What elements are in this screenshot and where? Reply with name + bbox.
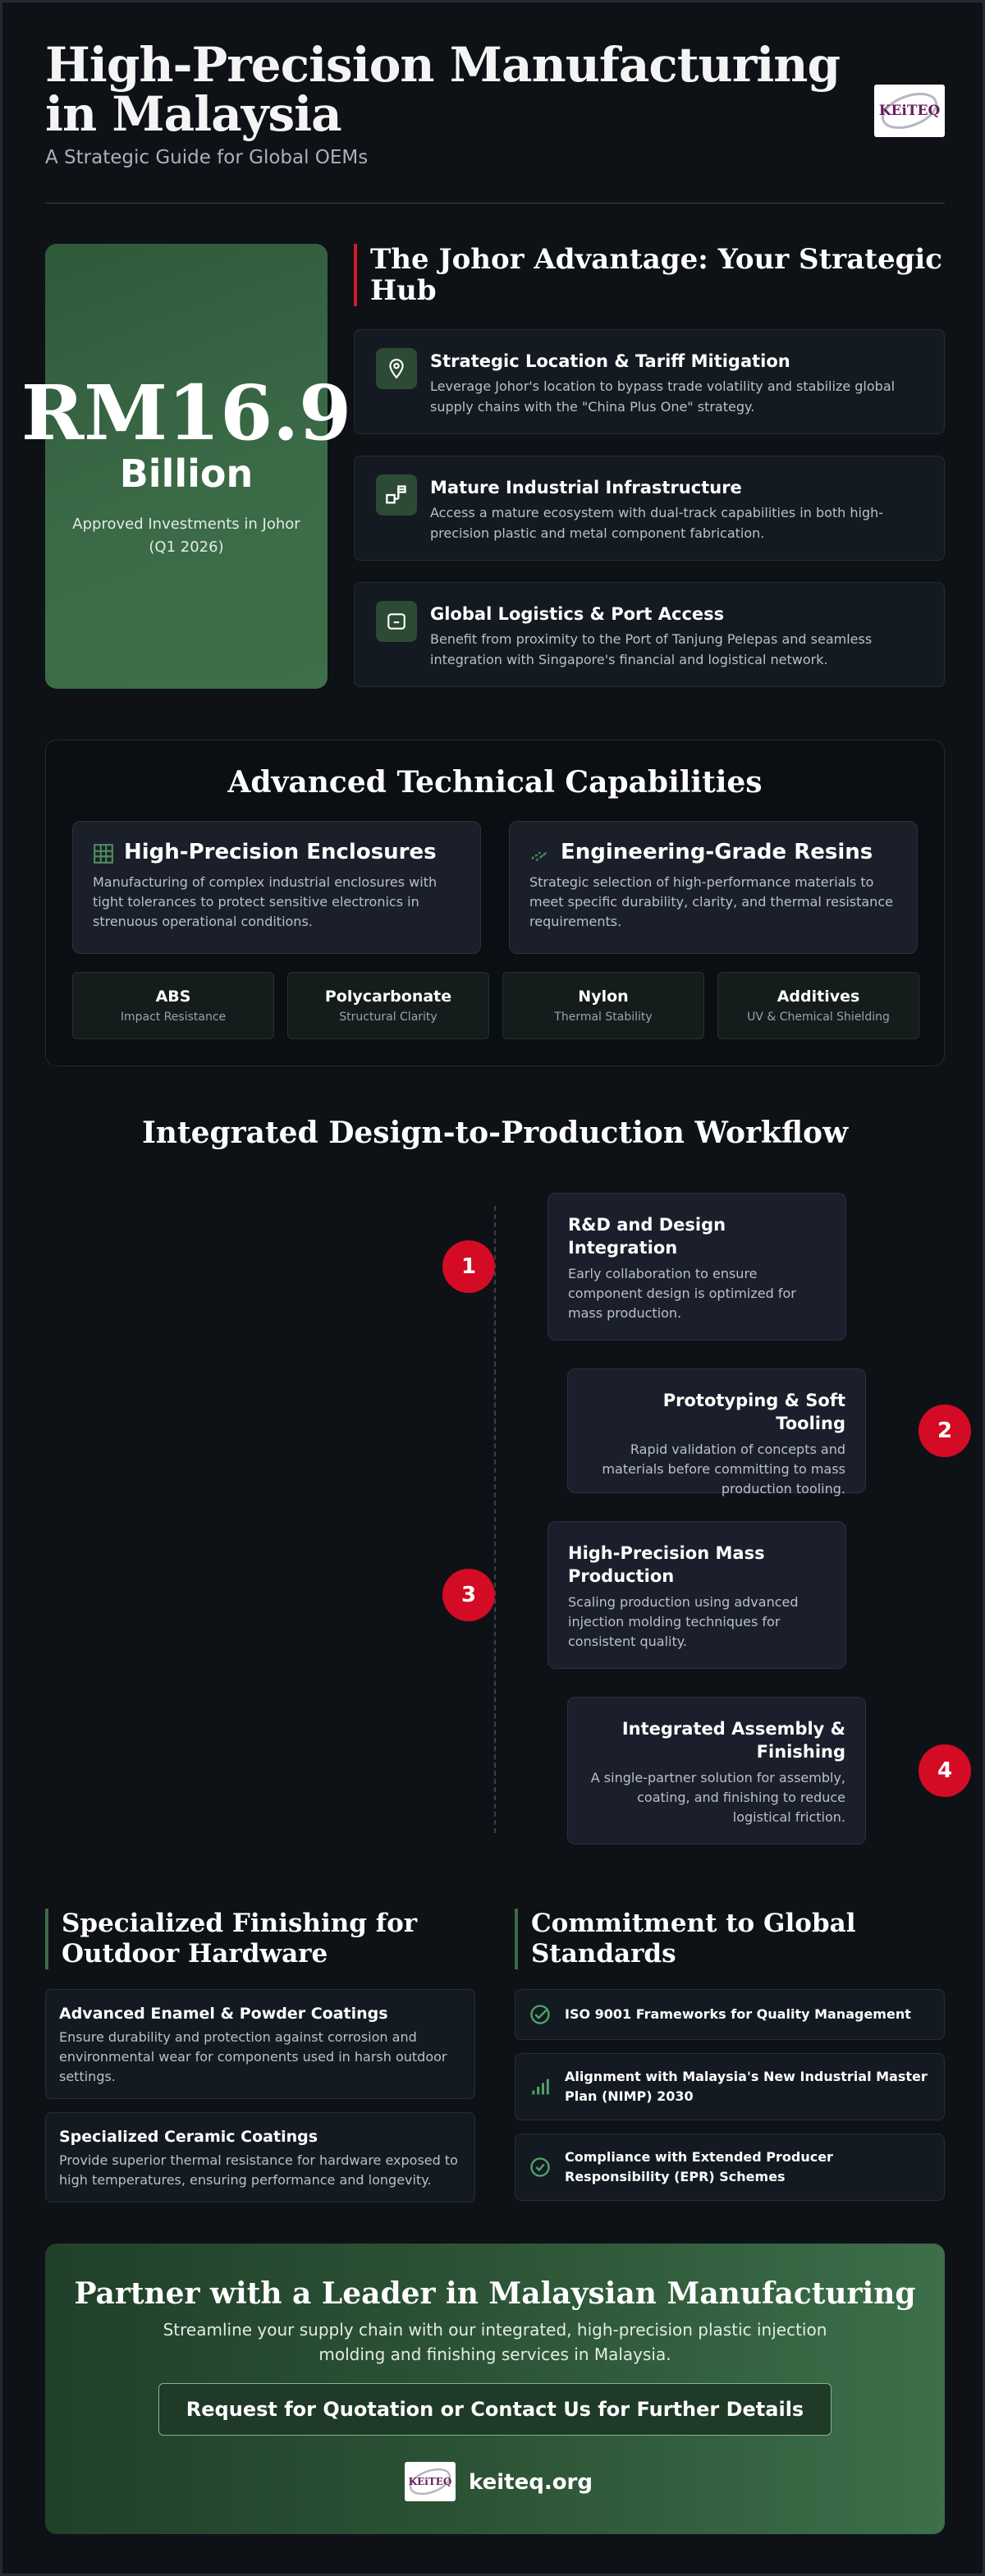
material-desc: Structural Clarity [339,1011,438,1024]
step-number-3: 3 [442,1569,495,1621]
cta-section: Partner with a Leader in Malaysian Manuf… [45,2244,945,2534]
material-additives: Additives UV & Chemical Shielding [717,972,919,1039]
johor-card-logistics: Global Logistics & Port Access Benefit f… [354,582,945,687]
finishing-card-text: Ensure durability and protection against… [59,2029,447,2084]
finishing-heading: Specialized Finishing for Outdoor Hardwa… [45,1909,475,1969]
finishing-card-enamel: Advanced Enamel & Powder Coatings Ensure… [45,1989,475,2099]
logo-swoosh-icon [409,2468,451,2496]
johor-advantage-section: The Johor Advantage: Your Strategic Hub … [354,244,945,687]
website-link[interactable]: keiteq.org [469,2470,593,2495]
material-abs: ABS Impact Resistance [72,972,274,1039]
step-number-2: 2 [919,1405,971,1457]
step-number-4: 4 [919,1744,971,1797]
standard-text: Alignment with Malaysia's New Industrial… [565,2069,928,2104]
check-circle-icon [530,2157,550,2177]
workflow-title: Integrated Design-to-Production Workflow [141,1116,849,1150]
workflow-step-2: Prototyping & Soft Tooling Rapid validat… [567,1368,866,1497]
finishing-card-ceramic: Specialized Ceramic Coatings Provide sup… [45,2112,475,2202]
standards-heading: Commitment to Global Standards [515,1909,945,1969]
page-title: High-Precision Manufacturing in Malaysia [45,37,841,142]
material-name: ABS [155,988,191,1006]
page-subtitle: A Strategic Guide for Global OEMs [45,147,369,168]
network-icon [376,474,417,516]
logo-swoosh-icon [881,92,938,130]
request-quotation-button[interactable]: Request for Quotation or Contact Us for … [158,2383,832,2436]
flask-icon [531,851,547,862]
capability-card-resins: Engineering-Grade Resins Strategic selec… [509,821,918,954]
workflow-step-4: Integrated Assembly & Finishing A single… [567,1697,866,1845]
standard-text: Compliance with Extended Producer Respon… [565,2149,833,2184]
check-circle-icon [530,2005,550,2024]
material-name: Nylon [578,988,629,1006]
header-divider [45,203,945,204]
johor-card-text: Leverage Johor's location to bypass trad… [430,378,896,415]
location-pin-icon [376,348,417,389]
material-name: Additives [777,988,860,1006]
material-name: Polycarbonate [324,988,452,1006]
johor-card-infrastructure: Mature Industrial Infrastructure Access … [354,456,945,561]
footer-logo: KEiTEQ [405,2462,456,2501]
capability-title: High-Precision Enclosures [124,840,437,864]
johor-card-text: Benefit from proximity to the Port of Ta… [430,631,873,667]
capability-card-enclosures: High-Precision Enclosures Manufacturing … [72,821,481,954]
standard-item-epr: Compliance with Extended Producer Respon… [515,2134,945,2201]
finishing-title: Specialized Finishing for Outdoor Hardwa… [62,1909,418,1969]
company-logo: KEiTEQ [874,85,945,137]
cta-text: Streamline your supply chain with our in… [163,2320,827,2364]
workflow-timeline [494,1206,496,1833]
logo-text: KEiTEQ [878,103,941,119]
finishing-card-title: Specialized Ceramic Coatings [59,2128,318,2146]
investment-description: Approved Investments in Johor (Q1 2026) [72,516,300,556]
johor-card-title: Global Logistics & Port Access [430,604,725,624]
standard-item-nimp: Alignment with Malaysia's New Industrial… [515,2053,945,2120]
workflow-step-3: High-Precision Mass Production Scaling p… [547,1521,846,1669]
material-polycarbonate: Polycarbonate Structural Clarity [287,972,489,1039]
johor-card-text: Access a mature ecosystem with dual-trac… [430,505,884,541]
capability-text: Manufacturing of complex industrial encl… [93,874,438,929]
step-title: Integrated Assembly & Finishing [621,1719,845,1762]
grid-icon [94,844,113,864]
material-desc: UV & Chemical Shielding [747,1011,890,1024]
workflow-step-1: R&D and Design Integration Early collabo… [547,1193,846,1341]
standard-item-iso: ISO 9001 Frameworks for Quality Manageme… [515,1989,945,2040]
johor-heading: The Johor Advantage: Your Strategic Hub [354,244,945,306]
step-text: Early collaboration to ensure component … [568,1266,796,1321]
step-number-1: 1 [442,1240,495,1293]
cta-title: Partner with a Leader in Malaysian Manuf… [74,2276,916,2311]
standard-text: ISO 9001 Frameworks for Quality Manageme… [565,2006,911,2022]
step-title: Prototyping & Soft Tooling [662,1391,845,1433]
material-nylon: Nylon Thermal Stability [502,972,704,1039]
header: High-Precision Manufacturing in Malaysia… [45,40,945,204]
finishing-card-title: Advanced Enamel & Powder Coatings [59,2005,388,2023]
johor-card-title: Strategic Location & Tariff Mitigation [430,351,790,371]
container-icon [376,601,417,642]
investment-unit: Billion [119,451,254,496]
finishing-card-text: Provide superior thermal resistance for … [59,2152,458,2188]
step-title: High-Precision Mass Production [568,1543,765,1586]
investment-amount: RM16.9 [21,369,352,457]
step-text: A single-partner solution for assembly, … [590,1770,845,1825]
step-text: Scaling production using advanced inject… [568,1594,799,1649]
capabilities-section: Advanced Technical Capabilities High-Pre… [45,740,945,1066]
johor-card-location: Strategic Location & Tariff Mitigation L… [354,329,945,434]
capability-text: Strategic selection of high-performance … [529,874,893,929]
step-text: Rapid validation of concepts and materia… [602,1442,845,1497]
material-desc: Impact Resistance [120,1011,227,1024]
material-desc: Thermal Stability [554,1011,653,1024]
bar-chart-icon [532,2079,549,2095]
footer-logo-text: KEiTEQ [408,2476,452,2487]
johor-card-title: Mature Industrial Infrastructure [430,478,742,497]
standards-title: Commitment to Global Standards [531,1909,856,1969]
capability-title: Engineering-Grade Resins [561,840,873,864]
investment-stat-card: RM16.9 Billion Approved Investments in J… [21,244,351,689]
johor-title: The Johor Advantage: Your Strategic Hub [370,243,942,307]
capabilities-title: Advanced Technical Capabilities [227,765,763,800]
step-title: R&D and Design Integration [568,1215,726,1258]
